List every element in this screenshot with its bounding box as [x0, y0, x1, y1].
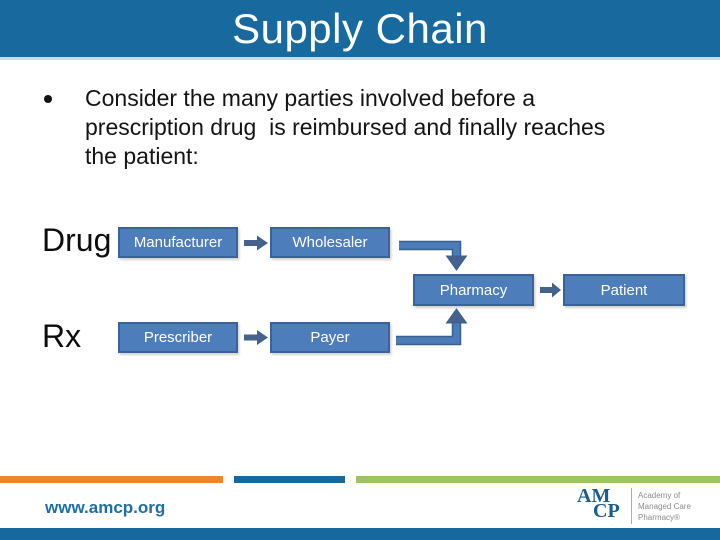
payer-box-label: Payer: [310, 329, 350, 346]
bottom-bar: [0, 528, 720, 540]
elbow-arrow-down-icon: [399, 240, 468, 271]
amcp-org-line1: Academy of: [638, 490, 681, 500]
title-underline: [0, 57, 720, 60]
patient-box-label: Patient: [600, 281, 648, 299]
title-band: Supply Chain: [0, 0, 720, 57]
pharmacy-box: Pharmacy: [413, 274, 534, 306]
footer-bar-orange: [0, 476, 223, 483]
prescriber-box: Prescriber: [118, 322, 238, 353]
amcp-url-link[interactable]: www.amcp.org: [45, 498, 166, 517]
amcp-logo: AM CP Academy of Managed Care Pharmacy®: [575, 486, 691, 526]
patient-box: Patient: [563, 274, 685, 306]
amcp-logo-divider: [631, 488, 632, 524]
amcp-logo-am: AM: [577, 485, 611, 507]
wholesaler-box-label: Wholesaler: [292, 234, 368, 251]
footer-bar-green: [356, 476, 720, 483]
right-block-arrow-icon: [244, 330, 268, 345]
bullet-dot-icon: [44, 95, 52, 103]
amcp-logo-letters: AM CP: [575, 486, 627, 526]
amcp-org-line3: Pharmacy®: [638, 512, 680, 522]
slide-title: Supply Chain: [232, 4, 488, 52]
drug-label: Drug: [42, 222, 112, 258]
elbow-arrow-up-icon: [396, 308, 468, 346]
amcp-logo-cp: CP: [593, 500, 620, 522]
footer-bar-blue: [234, 476, 345, 483]
wholesaler-box: Wholesaler: [270, 227, 390, 258]
bullet-text: Consider the many parties involved befor…: [85, 85, 606, 169]
prescriber-box-label: Prescriber: [143, 329, 213, 346]
rx-label: Rx: [42, 318, 82, 354]
amcp-logo-orgname: Academy of Managed Care Pharmacy®: [638, 490, 691, 523]
right-block-arrow-icon: [540, 282, 561, 298]
pharmacy-box-label: Pharmacy: [439, 281, 508, 299]
manufacturer-box: Manufacturer: [118, 227, 238, 258]
right-block-arrow-icon: [244, 235, 268, 251]
bullet-item: Consider the many parties involved befor…: [44, 84, 674, 171]
manufacturer-box-label: Manufacturer: [133, 234, 223, 251]
amcp-org-line2: Managed Care: [638, 501, 691, 511]
payer-box: Payer: [270, 322, 390, 353]
